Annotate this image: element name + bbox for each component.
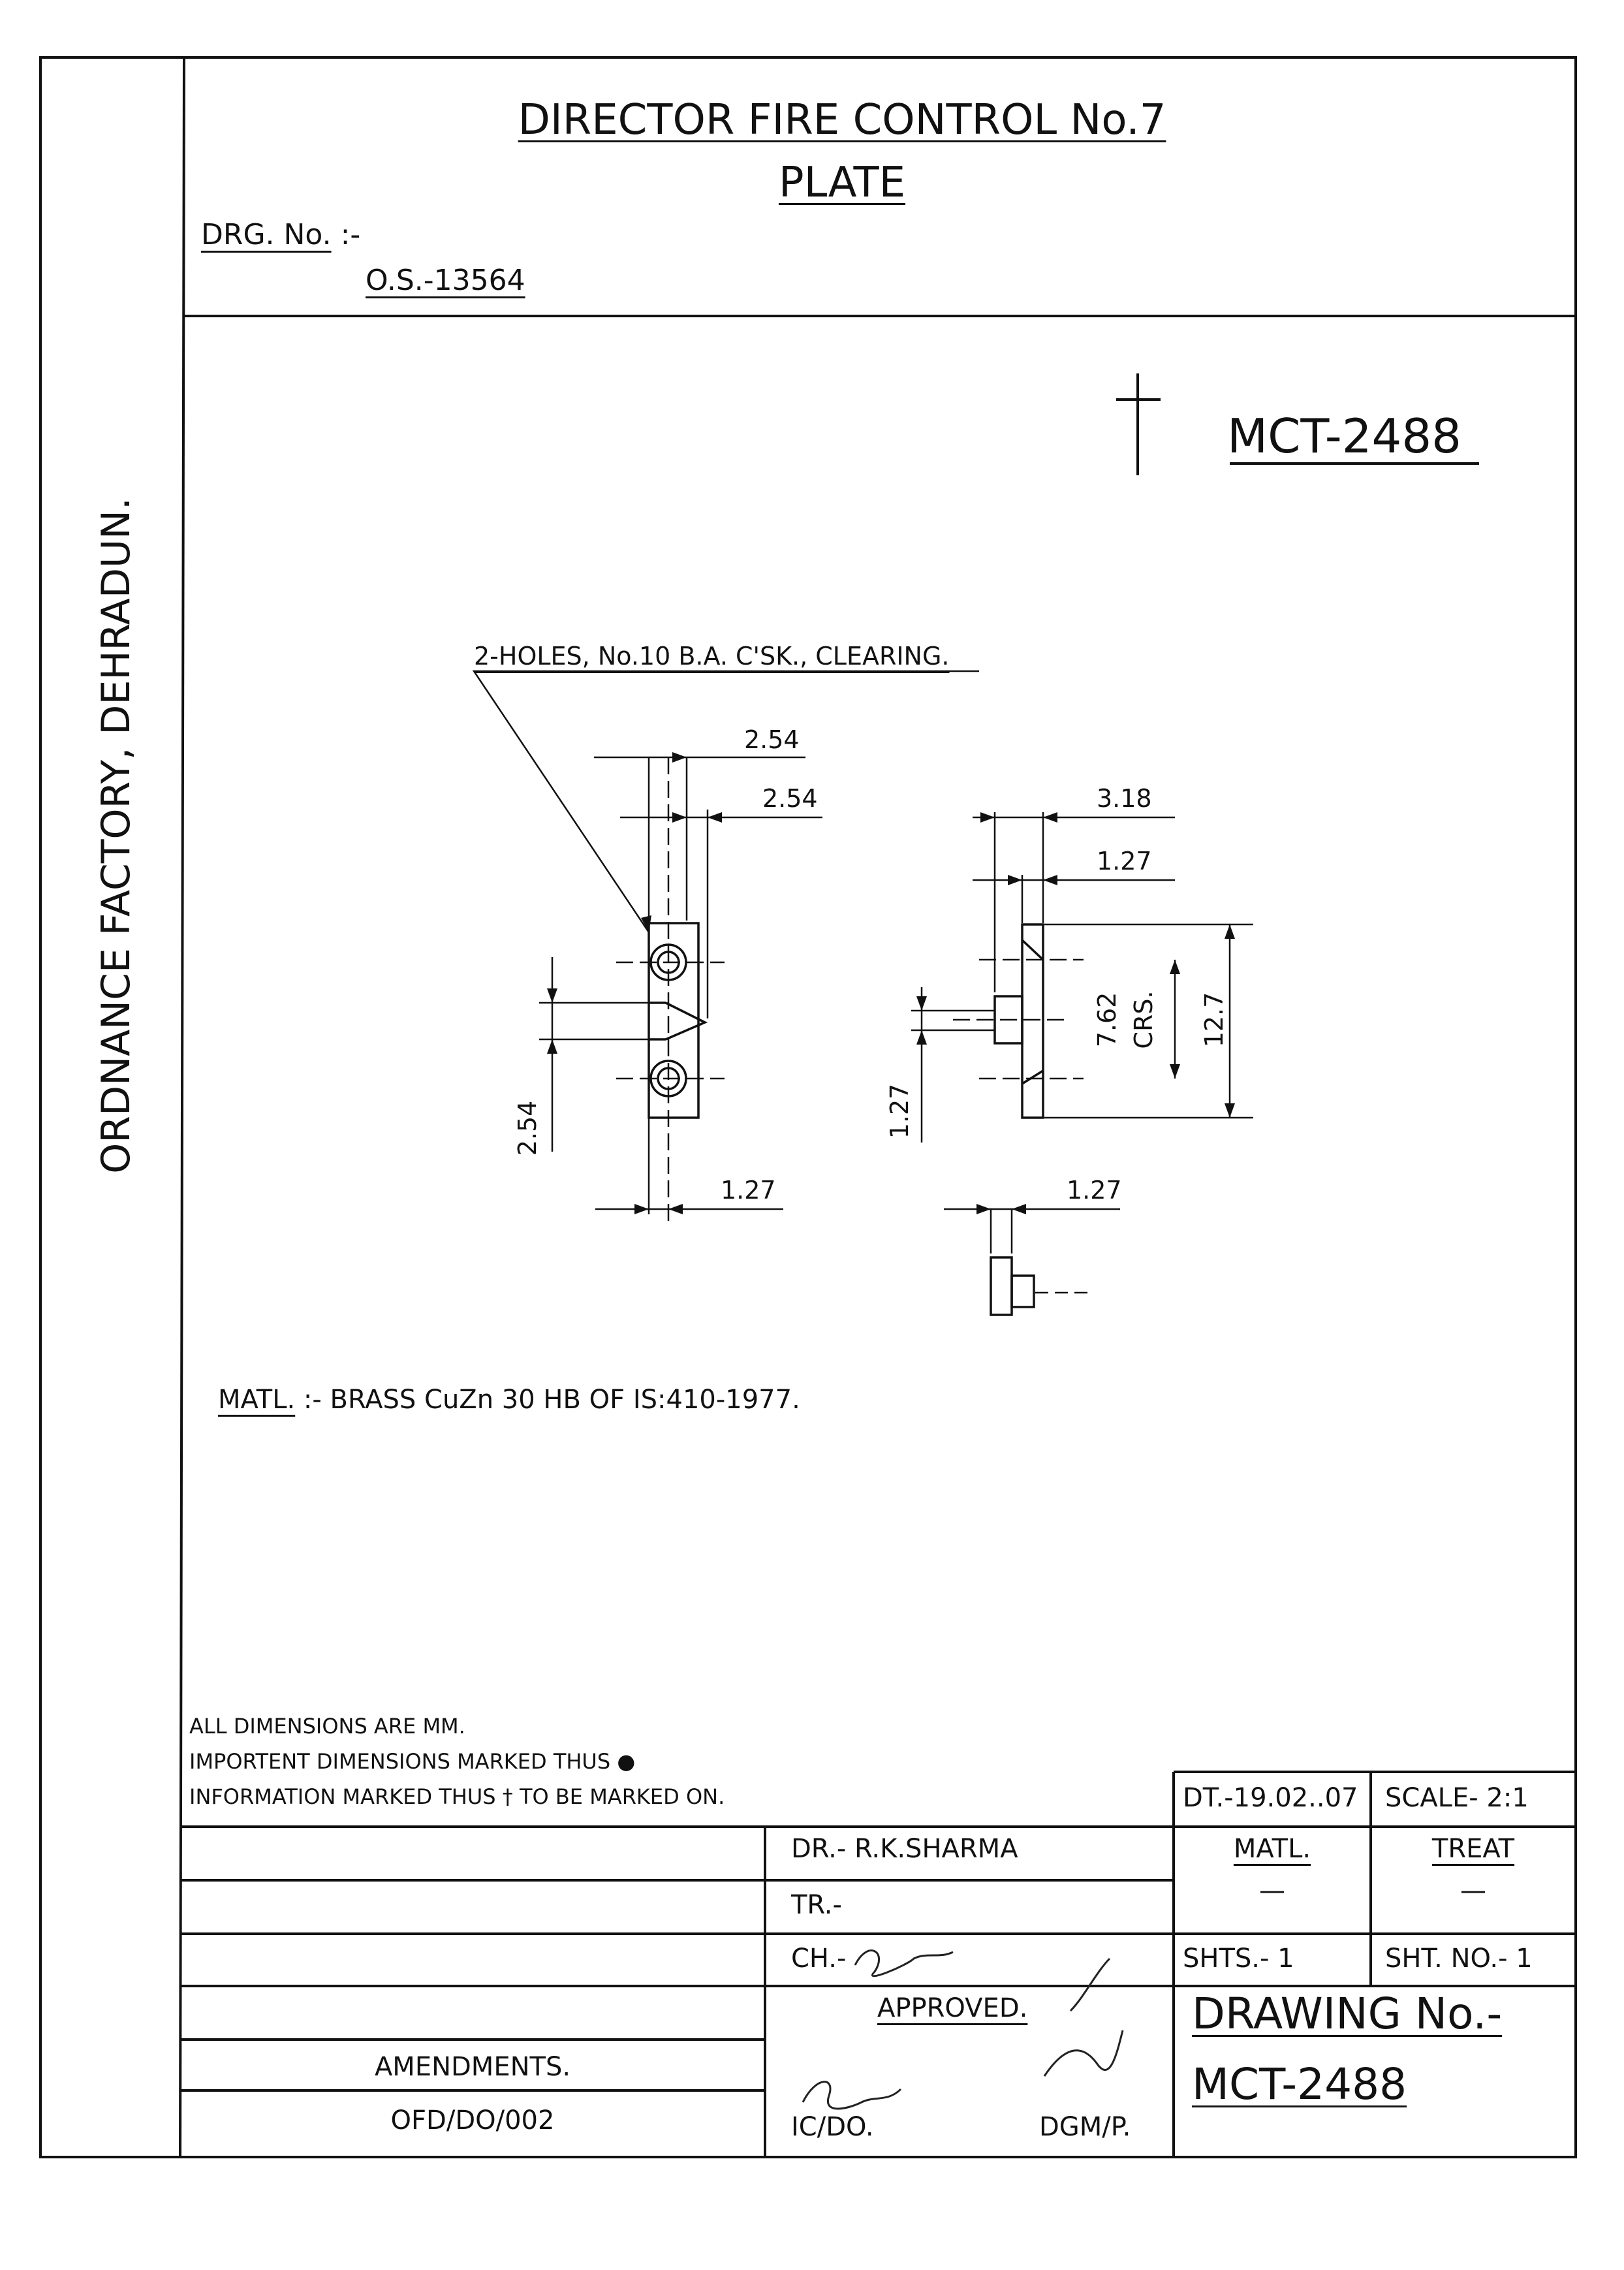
tb-sheets: SHTS.- 1 (1183, 1944, 1294, 1974)
tb-form-no: OFD/DO/002 (390, 2105, 555, 2136)
note-important: IMPORTENT DIMENSIONS MARKED THUS ● (189, 1749, 636, 1774)
dim-side-top-outer: 3.18 (1097, 784, 1152, 813)
dim-side-crs-value: 7.62 (1093, 992, 1121, 1048)
material-text: :- BRASS CuZn 30 HB OF IS:410-1977. (303, 1385, 800, 1415)
part-number: MCT-2488 (1227, 409, 1461, 464)
tb-drawing-no-label: DRAWING No.- (1192, 1989, 1503, 2039)
front-view (472, 670, 979, 1221)
drg-no-separator: :- (340, 218, 361, 251)
note-information: INFORMATION MARKED THUS † TO BE MARKED O… (189, 1784, 725, 1809)
tb-drawing-no-value: MCT-2488 (1192, 2059, 1407, 2109)
dim-front-top-inner: 2.54 (762, 784, 818, 813)
drawing-title: DIRECTOR FIRE CONTROL No.7 (518, 96, 1166, 144)
tb-date: DT.-19.02..07 (1183, 1783, 1358, 1813)
dim-small-view-top: 1.27 (1067, 1176, 1122, 1205)
dim-side-top-inner: 1.27 (1097, 847, 1152, 875)
bottom-view (944, 1208, 1120, 1316)
drg-no-label-row: DRG. No. :- (201, 221, 360, 249)
tb-checked: CH.- (791, 1944, 847, 1974)
side-strip-divider (179, 57, 185, 2158)
tb-scale: SCALE- 2:1 (1385, 1783, 1529, 1813)
note-dimensions: ALL DIMENSIONS ARE MM. (189, 1714, 465, 1739)
tb-matl-value: — (1259, 1876, 1285, 1906)
part-name: PLATE (778, 159, 906, 207)
tb-matl-label: MATL. (1233, 1834, 1311, 1864)
tb-traced: TR.- (791, 1890, 842, 1920)
material-row: MATL. :- BRASS CuZn 30 HB OF IS:410-1977… (218, 1387, 800, 1413)
tb-drawn-by: DR.- R.K.SHARMA (791, 1834, 1018, 1864)
tb-approved: APPROVED. (877, 1993, 1028, 2023)
factory-side-label: ORDNANCE FACTORY, DEHRADUN. (93, 497, 139, 1174)
outer-border (39, 56, 1577, 2158)
dim-side-crs-label: CRS. (1129, 990, 1158, 1049)
dim-side-left-vertical: 1.27 (885, 1083, 914, 1139)
dim-front-bottom: 1.27 (721, 1176, 776, 1205)
material-label: MATL. (218, 1385, 296, 1415)
dim-front-left-vertical: 2.54 (513, 1100, 542, 1156)
tb-treat-value: — (1460, 1876, 1486, 1906)
tb-ic-do: IC/DO. (791, 2112, 874, 2142)
tb-dgm-p: DGM/P. (1039, 2112, 1131, 2142)
dim-front-top-outer: 2.54 (744, 725, 800, 754)
dim-side-height: 12.7 (1200, 992, 1228, 1048)
tb-treat-label: TREAT (1431, 1834, 1515, 1864)
drg-no-label: DRG. No. (201, 218, 332, 251)
holes-callout: 2-HOLES, No.10 B.A. C'SK., CLEARING. (474, 642, 950, 670)
drg-number: O.S.-13564 (366, 264, 525, 297)
side-view (911, 812, 1253, 1143)
tb-sheet-no: SHT. NO.- 1 (1385, 1944, 1533, 1974)
tb-amendments: AMENDMENTS. (374, 2052, 571, 2082)
